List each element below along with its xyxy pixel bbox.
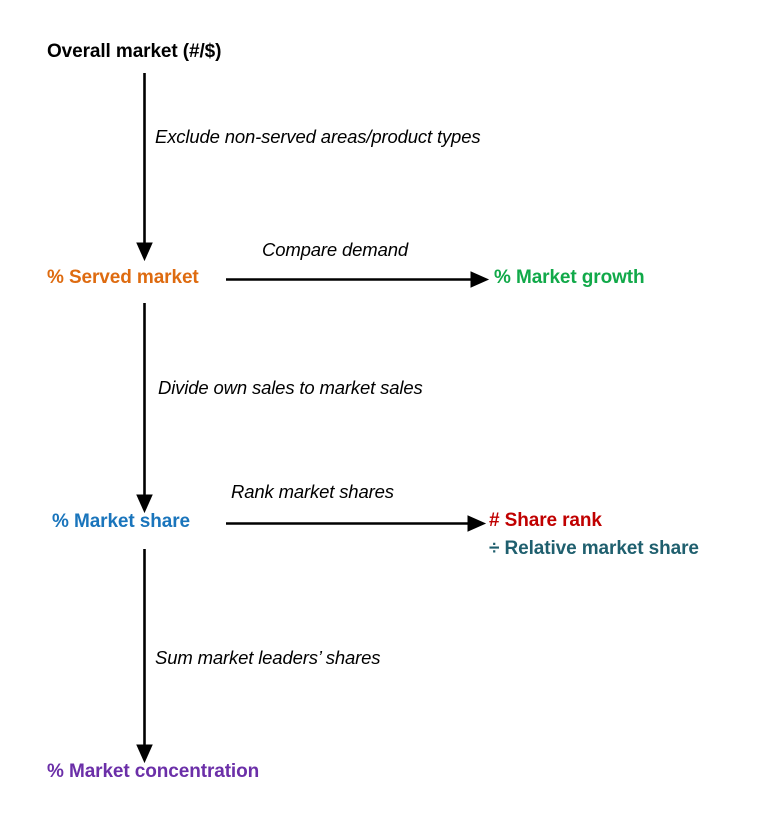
edge-label-sum: Sum market leaders’ shares: [155, 647, 381, 668]
node-market-growth[interactable]: % Market growth: [494, 267, 645, 288]
node-relative-market-share[interactable]: ÷ Relative market share: [489, 538, 699, 559]
edge-label-exclude: Exclude non-served areas/product types: [155, 126, 481, 147]
node-overall-market[interactable]: Overall market (#/$): [47, 41, 222, 62]
node-share-rank[interactable]: # Share rank: [489, 510, 602, 531]
node-market-concentration[interactable]: % Market concentration: [47, 761, 260, 782]
edge-label-compare: Compare demand: [262, 239, 408, 260]
node-market-share[interactable]: % Market share: [52, 511, 191, 532]
edge-label-divide: Divide own sales to market sales: [158, 377, 423, 398]
edge-label-rank: Rank market shares: [231, 481, 394, 502]
node-served-market[interactable]: % Served market: [47, 267, 199, 288]
